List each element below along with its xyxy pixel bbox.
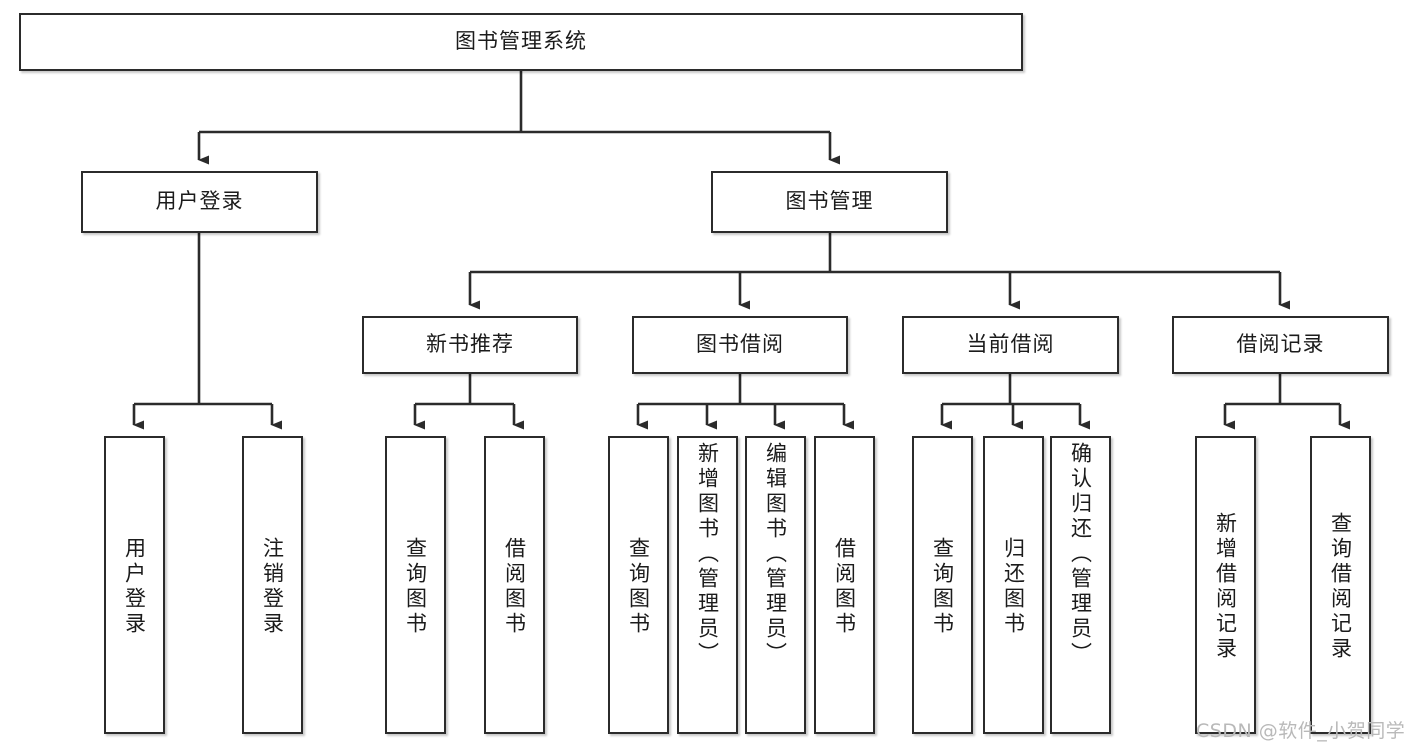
- node-book-management[interactable]: 图书管理: [711, 171, 948, 233]
- leaf-borrow-book-recommend[interactable]: 借阅图书: [484, 436, 545, 734]
- node-user-login[interactable]: 用户登录: [81, 171, 318, 233]
- leaf-edit-book-admin[interactable]: 编辑图书（管理员）: [745, 436, 806, 734]
- leaf-return-book-label: 归还图书: [1001, 537, 1026, 637]
- leaf-logout-label: 注销登录: [260, 537, 285, 637]
- leaf-user-login[interactable]: 用户登录: [104, 436, 165, 734]
- node-borrow-record-label: 借阅记录: [1236, 332, 1325, 357]
- leaf-edit-book-admin-label: 编辑图书（管理员）: [763, 442, 788, 667]
- node-book-management-label: 图书管理: [785, 189, 874, 214]
- leaf-confirm-return-admin[interactable]: 确认归还（管理员）: [1050, 436, 1111, 734]
- node-root[interactable]: 图书管理系统: [19, 13, 1023, 71]
- node-user-login-label: 用户登录: [155, 189, 244, 214]
- node-book-borrow-label: 图书借阅: [696, 332, 784, 357]
- leaf-borrow-book-recommend-label: 借阅图书: [502, 537, 527, 637]
- leaf-query-book-recommend-label: 查询图书: [403, 537, 428, 637]
- leaf-confirm-return-admin-label: 确认归还（管理员）: [1068, 442, 1093, 667]
- leaf-query-book-current[interactable]: 查询图书: [912, 436, 973, 734]
- leaf-query-borrow-record[interactable]: 查询借阅记录: [1310, 436, 1371, 734]
- csdn-watermark-text: CSDN @软件_小贺同学: [1196, 720, 1405, 742]
- leaf-borrow-book[interactable]: 借阅图书: [814, 436, 875, 734]
- leaf-add-borrow-record[interactable]: 新增借阅记录: [1195, 436, 1256, 734]
- leaf-logout[interactable]: 注销登录: [242, 436, 303, 734]
- leaf-add-book-admin[interactable]: 新增图书（管理员）: [677, 436, 738, 734]
- node-current-borrow-label: 当前借阅: [966, 332, 1055, 357]
- node-new-book-recommend[interactable]: 新书推荐: [362, 316, 578, 374]
- node-borrow-record[interactable]: 借阅记录: [1172, 316, 1389, 374]
- leaf-query-book-current-label: 查询图书: [930, 537, 955, 637]
- leaf-query-borrow-record-label: 查询借阅记录: [1328, 512, 1353, 662]
- leaf-return-book[interactable]: 归还图书: [983, 436, 1044, 734]
- leaf-query-book-borrow-label: 查询图书: [626, 537, 651, 637]
- node-new-book-recommend-label: 新书推荐: [426, 332, 514, 357]
- leaf-add-book-admin-label: 新增图书（管理员）: [695, 442, 720, 667]
- leaf-user-login-label: 用户登录: [122, 537, 147, 637]
- leaf-query-book-borrow[interactable]: 查询图书: [608, 436, 669, 734]
- leaf-add-borrow-record-label: 新增借阅记录: [1213, 512, 1238, 662]
- leaf-query-book-recommend[interactable]: 查询图书: [385, 436, 446, 734]
- node-current-borrow[interactable]: 当前借阅: [902, 316, 1119, 374]
- leaf-borrow-book-label: 借阅图书: [832, 537, 857, 637]
- node-book-borrow[interactable]: 图书借阅: [632, 316, 848, 374]
- csdn-watermark: CSDN @软件_小贺同学: [1196, 716, 1405, 743]
- node-root-label: 图书管理系统: [455, 29, 587, 54]
